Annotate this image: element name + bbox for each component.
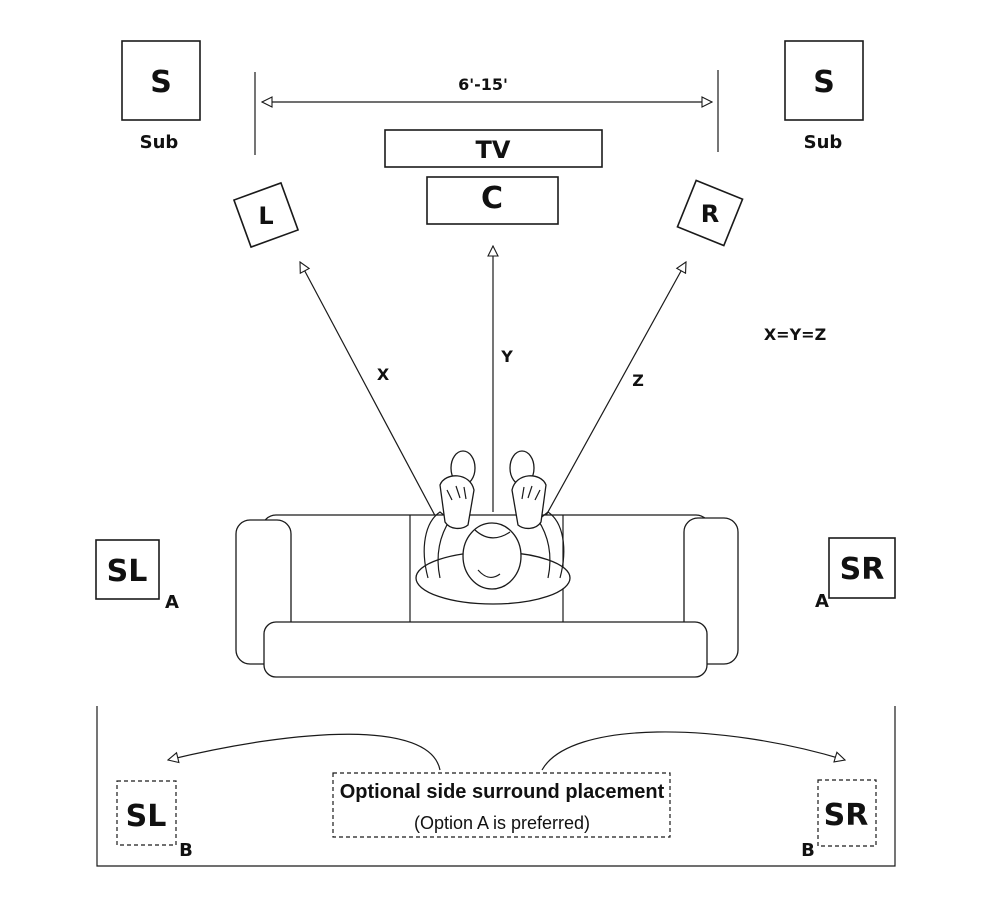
center-speaker: C [426,176,559,225]
span-label: 6'-15' [458,75,508,94]
note-title: Optional side surround placement [340,781,665,803]
subwoofer-right-caption: Sub [804,132,843,153]
surround-right-a-option: A [815,591,829,612]
subwoofer-left-caption: Sub [140,132,179,153]
listening-distance-lines: X Y Z X=Y=Z [300,246,826,531]
surround-right-b-label: SR [824,798,869,833]
center-speaker-label: C [481,181,503,216]
surround-left-b-label: SL [126,799,167,834]
subwoofer-right: S Sub [784,40,864,153]
subwoofer-left-letter: S [150,65,172,100]
right-speaker-label: R [701,200,719,228]
z-line [537,262,686,531]
surround-right-option-a: SR A [815,537,896,612]
tv-label: TV [476,136,511,164]
z-label: Z [632,371,644,390]
right-speaker: R [676,179,744,247]
surround-right-a-label: SR [840,552,885,587]
optional-placement-panel: Optional side surround placement (Option… [96,706,896,867]
arrow-to-sl-b [168,733,441,771]
surround-left-a-label: SL [107,554,148,589]
surround-right-b-option: B [801,840,815,861]
equality-label: X=Y=Z [764,325,826,344]
front-span-dimension: 6'-15' [254,70,719,155]
left-speaker: L [232,181,300,249]
x-label: X [377,365,390,384]
subwoofer-left: S Sub [121,40,201,153]
y-label: Y [500,347,513,366]
tv: TV [384,129,603,168]
listener-figure [415,450,571,605]
subwoofer-right-letter: S [813,65,835,100]
x-line [300,262,441,526]
panel-bracket [96,706,896,867]
note-subtitle: (Option A is preferred) [414,813,590,833]
surround-left-a-option: A [165,592,179,613]
surround-left-b-option: B [179,840,193,861]
surround-left-option-a: SL A [95,539,179,613]
left-speaker-label: L [258,202,273,230]
arrow-to-sr-b [541,731,845,771]
